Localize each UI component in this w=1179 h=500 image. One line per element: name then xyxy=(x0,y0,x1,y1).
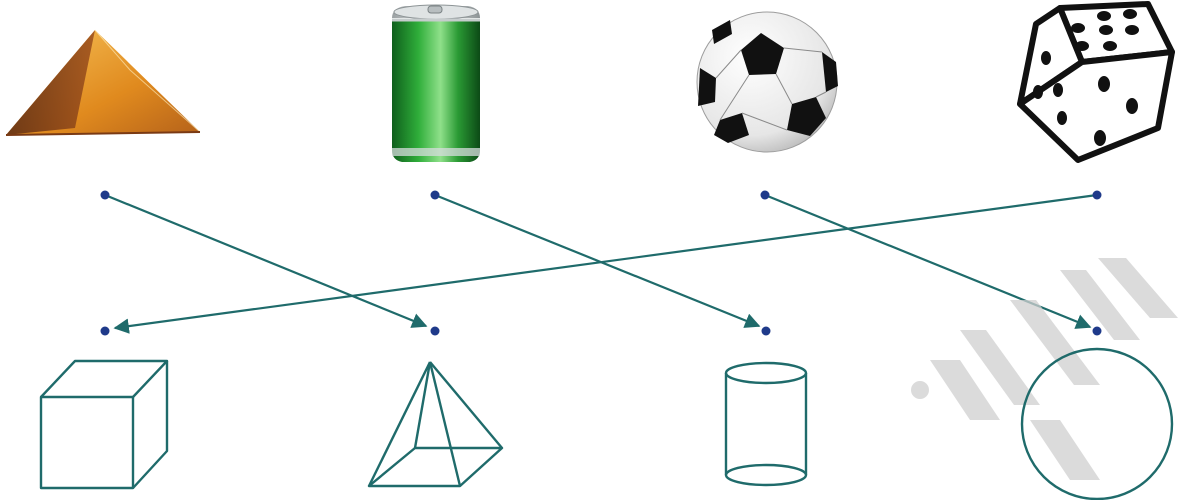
bottom-dot-cube[interactable] xyxy=(100,326,110,336)
connection-arrows xyxy=(104,193,1098,334)
cylinder-outline-icon xyxy=(724,361,808,487)
soda-can-photo-icon xyxy=(392,4,480,162)
arrow-dice-to-cube xyxy=(113,193,1098,334)
top-dot-dice[interactable] xyxy=(1092,190,1102,200)
bottom-dot-square-pyramid[interactable] xyxy=(430,326,440,336)
arrow-pyramid-to-square-pyramid xyxy=(104,193,428,328)
top-dot-pyramid[interactable] xyxy=(100,190,110,200)
connection-dots xyxy=(100,190,1102,336)
cube-outline-icon xyxy=(39,359,169,490)
arrow-can-to-cylinder xyxy=(434,193,761,328)
bottom-dot-cylinder[interactable] xyxy=(761,326,771,336)
sphere-outline-icon xyxy=(1020,347,1174,500)
bottom-dot-sphere[interactable] xyxy=(1092,326,1102,336)
top-dot-can[interactable] xyxy=(430,190,440,200)
pyramid-photo-icon xyxy=(5,29,201,136)
dice-photo-icon xyxy=(1017,1,1175,163)
square-pyramid-outline-icon xyxy=(367,361,504,488)
soccer-ball-photo-icon xyxy=(696,11,838,153)
watermark-logo xyxy=(911,258,1178,480)
top-dot-ball[interactable] xyxy=(760,190,770,200)
